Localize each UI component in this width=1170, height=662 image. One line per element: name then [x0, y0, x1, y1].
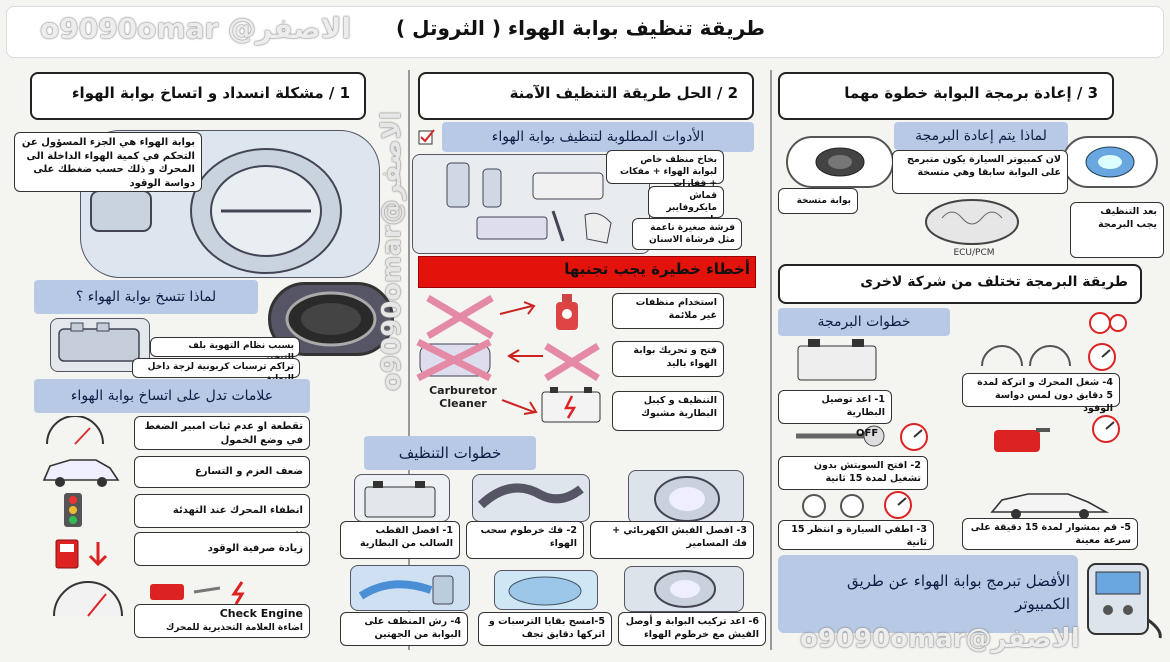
battery-icon — [790, 334, 886, 384]
clean-gate-cloud — [1062, 136, 1158, 188]
mistake-item: التنظيف و كيبل البطارية مشبوك — [612, 391, 724, 431]
engine-warning-icon — [988, 424, 1062, 456]
dashboard-icon — [976, 342, 1076, 372]
timer-icon — [1082, 340, 1122, 372]
carb-cleaner-label: Carburetor Cleaner — [429, 384, 497, 410]
sign-item: زيادة صرفية الوقود — [134, 532, 310, 566]
cause-1: بسبب نظام التهوية بلف التبخير — [150, 337, 300, 363]
reinstall-step-illustration — [624, 566, 744, 612]
cleaning-step: 1- افصل القطب السالب من البطارية — [340, 521, 460, 559]
gauge-icon — [42, 415, 108, 446]
dirty-throttle-icon — [815, 147, 865, 177]
program-steps-title: خطوات البرمجة — [778, 308, 950, 336]
arrow-icon — [498, 300, 538, 320]
best-method-box — [778, 555, 1078, 633]
page-title: طريقة تنظيف بوابة الهواء ( الثروتل ) — [395, 16, 765, 40]
tool-item: فرشة صغيرة ناعمة مثل فرشاة الاسنان — [632, 218, 742, 250]
watermark-bottom: o9090omar@الاصفر — [800, 624, 1080, 654]
brain-ecu-illustration — [912, 196, 1032, 254]
tools-icon — [446, 162, 612, 244]
cleaning-step: 6- اعد تركيب البوابة و أوصل الفيش مع خرط… — [618, 612, 766, 646]
poison-bottle-icon — [552, 292, 582, 332]
checkbox-icon — [418, 128, 436, 146]
clean-throttle-icon — [1085, 146, 1135, 178]
why-dirty-title: لماذا تتسخ بوابة الهواء ؟ — [34, 280, 258, 314]
ignition-key-icon — [790, 422, 890, 450]
off-label: OFF — [856, 428, 879, 439]
throttle-body-illustration — [80, 130, 380, 278]
warning-banner — [418, 256, 756, 288]
best-method-text: الأفضل تبرمج بوابة الهواء عن طريق الكمبي… — [847, 572, 1070, 613]
sign-item: انطفاء المحرك عند التهدئة للوقوف — [134, 494, 310, 542]
cross-mark-icon — [540, 342, 604, 382]
section-2-heading: 2 / الحل طريقة التنظيف الآمنة — [418, 72, 754, 120]
hose-step-illustration — [472, 474, 590, 522]
program-step: 3- اطفي السيارة و انتظر 15 ثانية — [778, 520, 934, 550]
timer-icon — [878, 488, 918, 520]
program-step: 1- اعد توصيل البطارية — [778, 390, 892, 424]
program-step: 2- افتح السويتش بدون تشغيل لمدة 15 ثانية — [778, 456, 928, 490]
battery-step-illustration — [354, 474, 450, 522]
check-engine-box: Check Engine اضاءة العلامة التحذيرية للم… — [134, 604, 310, 638]
why-program-title: لماذا يتم إعادة البرمجة — [894, 122, 1068, 150]
watermark-vertical: o9090omar@الاصفر — [377, 111, 407, 391]
title-bar — [6, 6, 1164, 58]
program-step: 5- قم بمشوار لمدة 15 دقيقة على سرعة معين… — [962, 518, 1138, 550]
cleaning-step: 3- افصل الفيش الكهربائي + فك المسامير — [590, 521, 754, 559]
obd-scanner-icon — [1080, 560, 1164, 640]
mistake-item: استخدام منظفات غير ملائمة — [612, 293, 724, 329]
dirty-gate-label: بوابة متسخة — [778, 188, 858, 214]
hand-throttle-illustration — [410, 338, 500, 382]
mistake-item: فتح و تحريك بوابة الهواء باليد — [612, 341, 724, 377]
tool-item: قماش مايكروفايبر ناعمة — [648, 186, 724, 225]
ecu-label: ECU/PCM — [953, 248, 995, 258]
check-engine-desc: اضاءة العلامة التحذيرية للمحرك — [166, 622, 303, 633]
throttle-intro-text: بوابة الهواء هي الجزء المسؤول عن التحكم … — [14, 132, 202, 192]
sign-item: ضعف العزم و التسارع — [134, 456, 310, 488]
arrow-icon — [505, 346, 545, 366]
timer-icon — [894, 420, 934, 452]
timer-icon — [1086, 412, 1126, 444]
program-step: 4- شغل المحرك و اتركة لمدة 5 دقايق دون ل… — [962, 373, 1120, 414]
cleaning-step: 5-امسح بقايا الترسبات و اتركها دقايق تجف — [478, 612, 612, 646]
tools-title: الأدوات المطلوبة لتنظيف بوابة الهواء — [442, 122, 754, 152]
battery-icon — [538, 384, 604, 424]
fuel-pump-icon — [52, 536, 118, 570]
method-varies-heading: طريقة البرمجة تختلف من شركة لاخرى — [778, 264, 1142, 304]
gauges-icon — [790, 492, 880, 518]
engine-icon — [58, 322, 140, 362]
dirty-throttle-photo — [268, 282, 394, 356]
cleaning-step: 4- رش المنظف على البوابة من الجهتين — [340, 612, 468, 646]
dirty-gate-cloud — [786, 136, 894, 188]
cleaning-steps-title: خطوات التنظيف — [364, 436, 536, 470]
section-1-heading: 1 / مشكلة انسداد و اتساخ بوابة الهواء — [30, 72, 366, 120]
arrow-icon — [500, 396, 540, 418]
column-divider — [770, 70, 772, 650]
watermark-top: o9090omar @الاصفر — [40, 12, 352, 45]
check-engine-title: Check Engine — [219, 607, 303, 620]
brain-icon — [925, 199, 1019, 245]
tool-item: بخاخ منظف خاص لبوابة الهواء + مفكات + قف… — [606, 150, 724, 189]
column-divider — [408, 70, 410, 650]
driving-car-icon — [988, 488, 1112, 520]
check-engine-icon — [146, 578, 266, 606]
tpms-icon — [1086, 310, 1130, 336]
reason-text: لان كمبيوتر السيارة يكون متبرمج على البو… — [892, 150, 1068, 194]
dirty-throttle-icon — [285, 291, 377, 347]
signs-title: علامات تدل على اتساخ بوابة الهواء — [34, 379, 310, 413]
section-3-heading: 3 / إعادة برمجة البوابة خطوة مهما — [778, 72, 1114, 120]
warning-title: أخطاء خطيرة يجب تجنبها — [564, 260, 750, 278]
spray-step-illustration — [350, 565, 470, 611]
cross-mark-icon — [420, 292, 500, 340]
car-icon — [40, 454, 122, 488]
sign-item: تقطعة او عدم ثبات امبير الضغط في وضع الخ… — [134, 416, 310, 450]
wipe-step-illustration — [494, 570, 598, 610]
traffic-light-icon — [58, 492, 88, 528]
connector-step-illustration — [628, 470, 744, 524]
after-clean-text: بعد التنظيف يجب البرمجة — [1070, 202, 1164, 258]
throttle-body-icon — [90, 148, 342, 274]
cause-2: تراكم ترسبات كربونية لزجة داخل البوابة — [132, 358, 300, 384]
cleaning-step: 2- فك خرطوم سحب الهواء — [466, 521, 584, 559]
speedometer-icon — [48, 578, 128, 618]
